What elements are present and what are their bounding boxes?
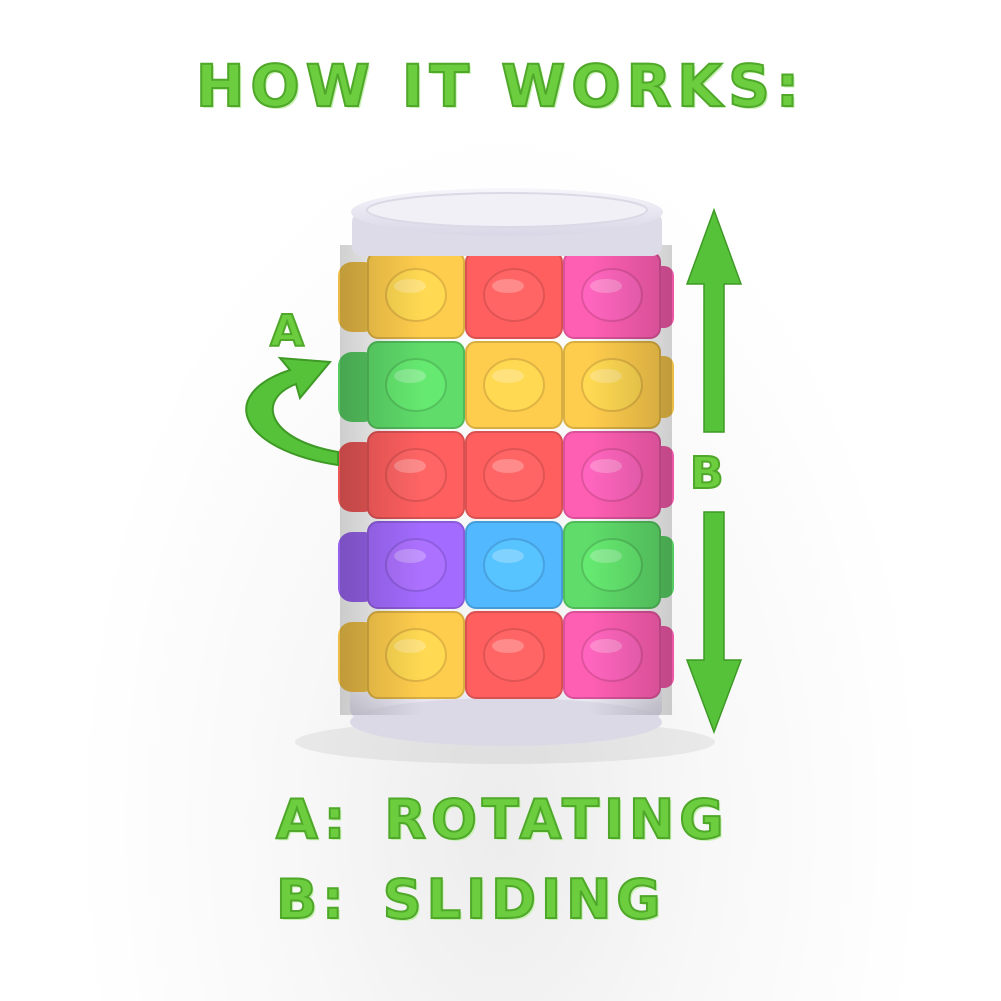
tile-bump	[385, 628, 447, 682]
tile-highlight	[492, 459, 524, 473]
tile-bump	[483, 538, 545, 592]
legend-sliding: B: SLIDING	[275, 867, 666, 932]
tile-bump	[483, 268, 545, 322]
tile-highlight	[394, 369, 426, 383]
tile-highlight	[492, 279, 524, 293]
tile-highlight	[590, 459, 622, 473]
puzzle-tiles	[338, 251, 674, 699]
tile-highlight	[492, 369, 524, 383]
tile-bump	[581, 538, 643, 592]
tile-highlight	[394, 639, 426, 653]
legend-rotating: A: ROTATING	[275, 787, 729, 852]
rotate-arrow-icon	[245, 356, 339, 467]
tile-bump	[581, 448, 643, 502]
sliding-label: B	[689, 447, 725, 500]
tile-bump	[385, 538, 447, 592]
tile-bump	[483, 448, 545, 502]
top-cap	[351, 188, 663, 256]
legend-text-rotating: ROTATING	[383, 787, 729, 852]
rotation-label: A	[269, 305, 305, 358]
tile-highlight	[590, 639, 622, 653]
tile-bump	[385, 358, 447, 412]
tile-bump	[483, 358, 545, 412]
tile-highlight	[590, 549, 622, 563]
double-vertical-arrow-icon	[685, 207, 743, 735]
tile-highlight	[394, 279, 426, 293]
tile-highlight	[492, 639, 524, 653]
tile-highlight	[590, 369, 622, 383]
legend-key-a: A:	[275, 787, 351, 852]
tile-highlight	[394, 459, 426, 473]
tile-bump	[385, 448, 447, 502]
tile-bump	[581, 268, 643, 322]
tile-bump	[581, 358, 643, 412]
headline: HOW IT WORKS:	[195, 51, 806, 121]
legend-key-b: B:	[275, 867, 349, 932]
tile-highlight	[590, 279, 622, 293]
tile-highlight	[394, 549, 426, 563]
tile-bump	[483, 628, 545, 682]
tile-bump	[385, 268, 447, 322]
tile-highlight	[492, 549, 524, 563]
tile-bump	[581, 628, 643, 682]
legend-text-sliding: SLIDING	[382, 867, 666, 932]
